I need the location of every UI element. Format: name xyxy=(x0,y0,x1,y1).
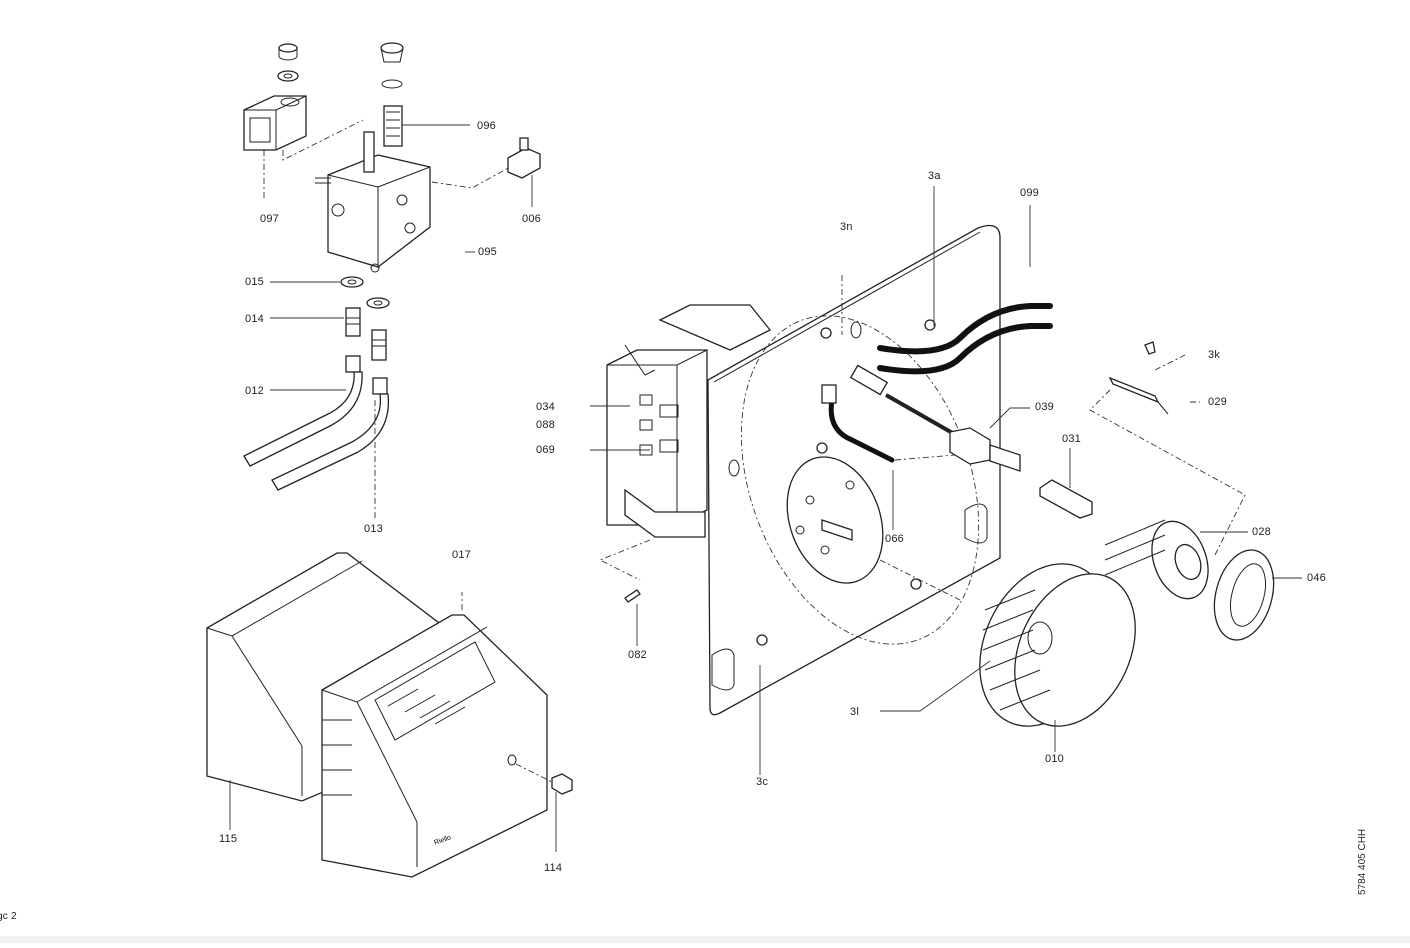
part-label-031: 031 xyxy=(1062,433,1081,445)
mounting-plate xyxy=(707,186,1053,775)
part-label-069: 069 xyxy=(536,444,555,456)
gasket-046 xyxy=(1213,549,1302,641)
drawing-reference-number: 5784 405 CHH xyxy=(1357,828,1368,895)
page-marker: gc 2 xyxy=(0,911,17,922)
part-label-046: 046 xyxy=(1307,572,1326,584)
part-label-006: 006 xyxy=(522,213,541,225)
part-label-014: 014 xyxy=(245,313,264,325)
part-label-3c: 3c xyxy=(756,776,769,788)
washers-and-nipples xyxy=(270,276,390,361)
part-label-013: 013 xyxy=(364,523,383,535)
plug-114 xyxy=(515,763,573,852)
part-label-034: 034 xyxy=(536,401,555,413)
part-label-096: 096 xyxy=(477,120,496,132)
screw-082 xyxy=(624,589,641,646)
control-box xyxy=(590,304,772,581)
filter-cap xyxy=(380,42,470,147)
part-label-039: 039 xyxy=(1035,401,1054,413)
part-label-3k: 3k xyxy=(1208,349,1221,361)
elbow-fitting-006 xyxy=(507,137,541,207)
part-label-082: 082 xyxy=(628,649,647,661)
part-label-088: 088 xyxy=(536,419,555,431)
part-label-029: 029 xyxy=(1208,396,1227,408)
pump-body-095 xyxy=(315,131,513,273)
viewer-bottom-bar xyxy=(0,936,1410,943)
part-label-028: 028 xyxy=(1252,526,1271,538)
part-label-010: 010 xyxy=(1045,753,1064,765)
solenoid-coil-097 xyxy=(243,95,364,200)
part-label-017: 017 xyxy=(452,549,471,561)
part-label-095: 095 xyxy=(478,246,497,258)
part-label-3l: 3l xyxy=(850,706,859,718)
diffuser-disc-028 xyxy=(1104,519,1248,600)
part-label-012: 012 xyxy=(245,385,264,397)
part-label-114: 114 xyxy=(544,862,563,874)
part-label-015: 015 xyxy=(245,276,264,288)
coil-nut xyxy=(277,43,299,82)
flexible-hoses xyxy=(243,355,390,518)
part-label-115: 115 xyxy=(219,833,238,845)
burner-cover: Riello xyxy=(206,552,573,878)
part-label-099: 099 xyxy=(1020,187,1039,199)
part-label-097: 097 xyxy=(260,213,279,225)
ignition-electrode-029 xyxy=(1089,341,1246,556)
fan-wheel-010 xyxy=(879,559,1136,752)
part-label-066: 066 xyxy=(885,533,904,545)
part-label-3n: 3n xyxy=(840,221,853,233)
part-label-3a: 3a xyxy=(928,170,941,182)
nozzle-031 xyxy=(1039,448,1093,519)
oil-pump-group xyxy=(243,42,541,518)
cover-front-017: Riello xyxy=(321,592,548,878)
